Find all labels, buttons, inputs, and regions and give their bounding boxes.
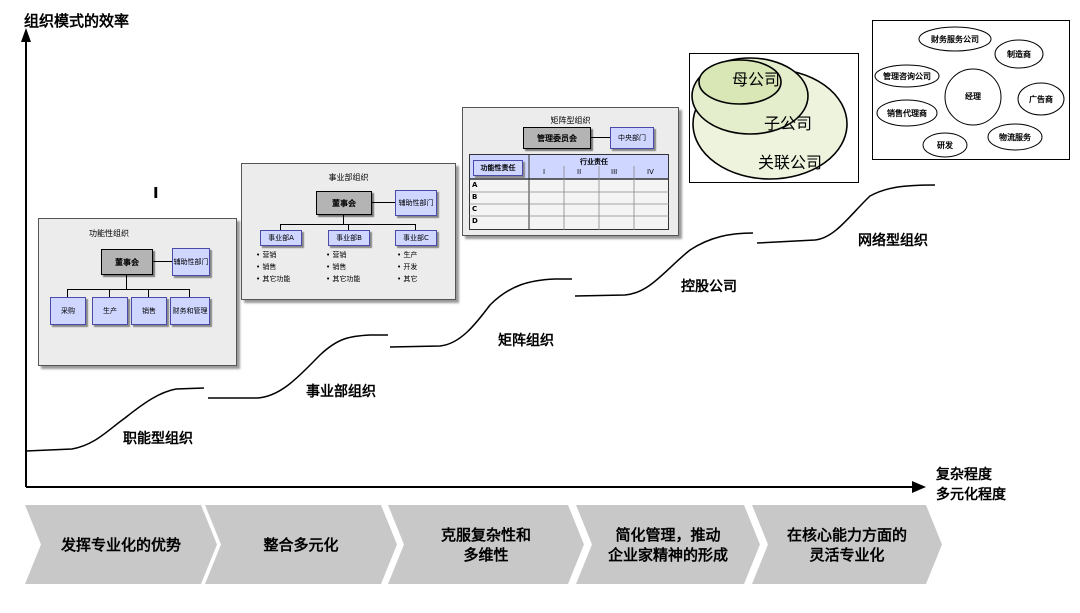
connector bbox=[343, 214, 344, 224]
matrix-row-label: A bbox=[472, 181, 478, 189]
connector bbox=[415, 224, 416, 230]
matrix-row-label: D bbox=[472, 217, 478, 225]
matrix-function-label: 功能性责任 bbox=[473, 160, 523, 176]
matrix-col-label: II bbox=[577, 168, 582, 176]
division-aux-box: 辅助性部门 bbox=[395, 190, 437, 216]
benefit-label: 克服复杂性和 多维性 bbox=[440, 525, 531, 564]
connector bbox=[189, 289, 190, 297]
division-unit-box: 事业部B bbox=[328, 230, 370, 246]
division-board-box: 董事会 bbox=[316, 191, 372, 215]
y-axis-arrowhead bbox=[21, 28, 31, 42]
functional-dept-box: 生产 bbox=[92, 297, 128, 325]
x-axis-arrowhead bbox=[912, 481, 926, 493]
stage-label-network: 网络型组织 bbox=[858, 233, 928, 249]
connector bbox=[280, 224, 281, 230]
holding-panel: 母公司 子公司 关联公司 bbox=[689, 53, 859, 183]
x-axis-label-complexity: 复杂程度 bbox=[936, 467, 992, 483]
connector bbox=[371, 202, 395, 203]
network-node: 研发 bbox=[937, 141, 953, 150]
functional-dept-box: 财务和管理 bbox=[170, 297, 210, 325]
matrix-col-label: I bbox=[543, 168, 546, 176]
network-shapes bbox=[874, 26, 1065, 158]
benefit-chevron-3: 克服复杂性和 多维性 bbox=[388, 505, 584, 584]
division-unit-item: • 生产 bbox=[397, 251, 418, 259]
stage-label-matrix: 矩阵组织 bbox=[498, 333, 554, 349]
stage-label-functional: 职能型组织 bbox=[123, 431, 193, 447]
functional-org-panel: 功能性组织 董事会 辅助性部门 采购 生产 销售 财务和管理 bbox=[38, 218, 237, 366]
network-node: 财务服务公司 bbox=[931, 35, 979, 44]
matrix-org-panel: 矩阵型组织 管理委员会 中央部门 功能性责任 行业责任 I II III IV … bbox=[462, 107, 679, 236]
matrix-row-label: C bbox=[472, 205, 478, 213]
network-node: 广告商 bbox=[1029, 95, 1053, 104]
benefit-label: 整合多元化 bbox=[263, 535, 339, 554]
division-unit-item: • 营销 bbox=[326, 251, 347, 259]
holding-related-label: 关联公司 bbox=[758, 153, 823, 172]
matrix-org-title: 矩阵型组织 bbox=[550, 116, 591, 125]
functional-dept-box: 采购 bbox=[50, 297, 86, 325]
connector bbox=[152, 261, 172, 262]
x-axis-label-diversification: 多元化程度 bbox=[936, 487, 1006, 503]
matrix-col-label: III bbox=[611, 168, 618, 176]
division-unit-item: • 销售 bbox=[256, 263, 277, 271]
functional-dept-box: 销售 bbox=[131, 297, 167, 325]
benefit-label: 简化管理，推动 企业家精神的形成 bbox=[607, 525, 728, 564]
network-node: 制造商 bbox=[1007, 50, 1031, 59]
chevron-shape bbox=[25, 505, 217, 584]
matrix-committee-box: 管理委员会 bbox=[523, 127, 591, 149]
connector bbox=[109, 289, 110, 297]
network-panel: 经理 财务服务公司 制造商 管理咨询公司 广告商 销售代理商 物流服务 研发 bbox=[872, 20, 1070, 160]
connector bbox=[348, 224, 349, 230]
chevron-shape bbox=[388, 505, 584, 584]
stage-label-holding: 控股公司 bbox=[681, 279, 737, 295]
network-node: 物流服务 bbox=[999, 133, 1031, 142]
network-node: 销售代理商 bbox=[887, 109, 927, 118]
functional-aux-box: 辅助性部门 bbox=[172, 248, 210, 276]
matrix-col-label: IV bbox=[647, 168, 654, 176]
division-org-title: 事业部组织 bbox=[328, 173, 369, 182]
stage-label-division: 事业部组织 bbox=[306, 384, 376, 400]
connector bbox=[280, 224, 415, 225]
division-unit-item: • 其它功能 bbox=[326, 275, 361, 283]
functional-org-title: 功能性组织 bbox=[89, 229, 129, 238]
matrix-industry-label: 行业责任 bbox=[580, 158, 608, 166]
division-unit-box: 事业部A bbox=[260, 230, 302, 246]
division-org-panel: 事业部组织 董事会 辅助性部门 事业部A 事业部B 事业部C • 营销 • 销售… bbox=[241, 163, 456, 300]
connector bbox=[590, 137, 610, 138]
chevron-shape bbox=[752, 505, 942, 584]
chevron-shape bbox=[576, 505, 760, 584]
matrix-central-box: 中央部门 bbox=[610, 127, 654, 149]
chevron-shape bbox=[205, 505, 397, 584]
benefit-chevron-2: 整合多元化 bbox=[205, 505, 397, 584]
network-center: 经理 bbox=[965, 92, 981, 101]
matrix-row-label: B bbox=[472, 193, 478, 201]
connector bbox=[148, 289, 149, 297]
benefit-chevron-1: 发挥专业化的优势 bbox=[25, 505, 217, 584]
benefit-chevron-4: 简化管理，推动 企业家精神的形成 bbox=[576, 505, 760, 584]
holding-parent-label: 母公司 bbox=[732, 70, 781, 89]
holding-circles bbox=[691, 57, 848, 180]
division-unit-box: 事业部C bbox=[395, 230, 437, 246]
division-unit-item: • 其它 bbox=[397, 275, 418, 283]
connector bbox=[126, 274, 127, 289]
division-unit-item: • 营销 bbox=[256, 251, 277, 259]
network-node: 管理咨询公司 bbox=[883, 72, 931, 81]
benefit-label: 在核心能力方面的 灵活专业化 bbox=[786, 525, 907, 564]
benefit-label: 发挥专业化的优势 bbox=[60, 535, 181, 554]
division-unit-item: • 销售 bbox=[326, 263, 347, 271]
efficiency-step-curve bbox=[25, 184, 936, 452]
holding-child-label: 子公司 bbox=[764, 114, 813, 133]
benefit-chevron-5: 在核心能力方面的 灵活专业化 bbox=[752, 505, 942, 584]
functional-board-box: 董事会 bbox=[101, 249, 153, 275]
connector bbox=[67, 289, 189, 290]
division-unit-item: • 其它功能 bbox=[256, 275, 291, 283]
stray-mark: I bbox=[153, 184, 159, 202]
y-axis-label: 组织模式的效率 bbox=[24, 12, 130, 30]
connector bbox=[67, 289, 68, 297]
division-unit-item: • 开发 bbox=[397, 263, 418, 271]
